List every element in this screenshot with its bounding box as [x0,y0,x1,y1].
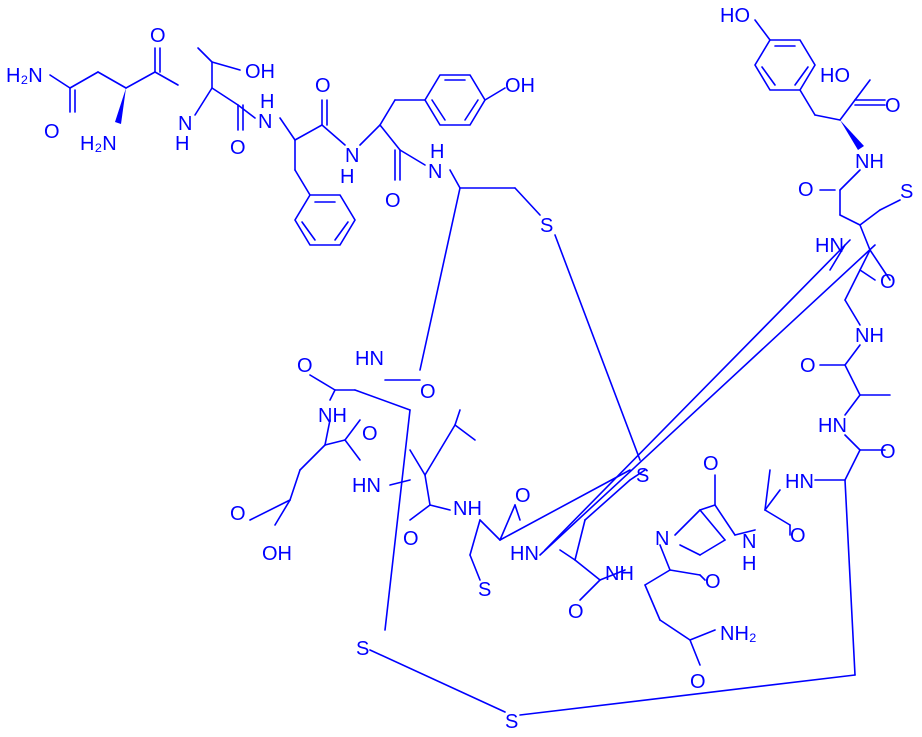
atom-label: HN [815,235,844,257]
atom-label: H [340,166,354,188]
atom-label: O [420,381,436,403]
atom-label: HN [785,471,814,493]
atom-label: O [885,95,901,117]
atom-label: H [175,133,189,155]
atom-label: NH [855,325,884,347]
atom-labels: H₂N O H₂N O N H OH O H N O N H OH O H N … [6,5,913,733]
atom-label: H [260,91,274,113]
atom-label: O [800,355,816,377]
atom-label: H [430,141,444,163]
atom-label: O [790,525,806,547]
atom-label: NH [605,563,634,585]
atom-label: N [428,161,442,183]
atom-label: O [703,453,719,475]
atom-label: O [880,441,896,463]
atom-label: N [655,528,669,550]
atom-label: S [900,181,913,203]
atom-label: O [568,601,584,623]
atom-label: S [505,711,518,733]
atom-label: O [705,571,721,593]
atom-label: O [315,75,331,97]
atom-label: HO [720,5,750,27]
atom-label: O [297,355,313,377]
atom-label: HN [352,475,381,497]
atom-label: S [478,579,491,601]
atom-label: O [230,137,246,159]
atom-label: OH [262,543,292,565]
atom-label: H [742,553,756,575]
atom-label: HN [818,415,847,437]
atom-label: N [742,531,756,553]
atom-label: O [403,528,419,550]
atom-label: O [44,121,60,143]
atom-label: O [690,671,706,693]
atom-label: O [362,423,378,445]
atom-label: S [636,465,649,487]
atom-label: N [258,111,272,133]
atom-label: N [178,113,192,135]
atom-label: HO [820,65,850,87]
atom-label: O [230,503,246,525]
atom-label: HN [510,543,539,565]
atom-label: O [880,271,896,293]
atom-label: S [540,215,553,237]
atom-label: O [798,179,814,201]
atom-label: O [515,485,531,507]
atom-label: OH [245,61,275,83]
atom-label: NH [453,498,482,520]
atom-label: HN [355,348,384,370]
bonds [49,19,901,716]
atom-label: H₂N [6,65,43,87]
atom-label: N [345,145,359,167]
atom-label: NH₂ [720,623,757,645]
atom-label: NH [855,151,884,173]
atom-label: O [385,190,401,212]
atom-label: NH [318,405,347,427]
atom-label: S [356,638,369,660]
atom-label: O [150,25,166,47]
atom-label: H₂N [80,133,117,155]
atom-label: OH [505,75,535,97]
